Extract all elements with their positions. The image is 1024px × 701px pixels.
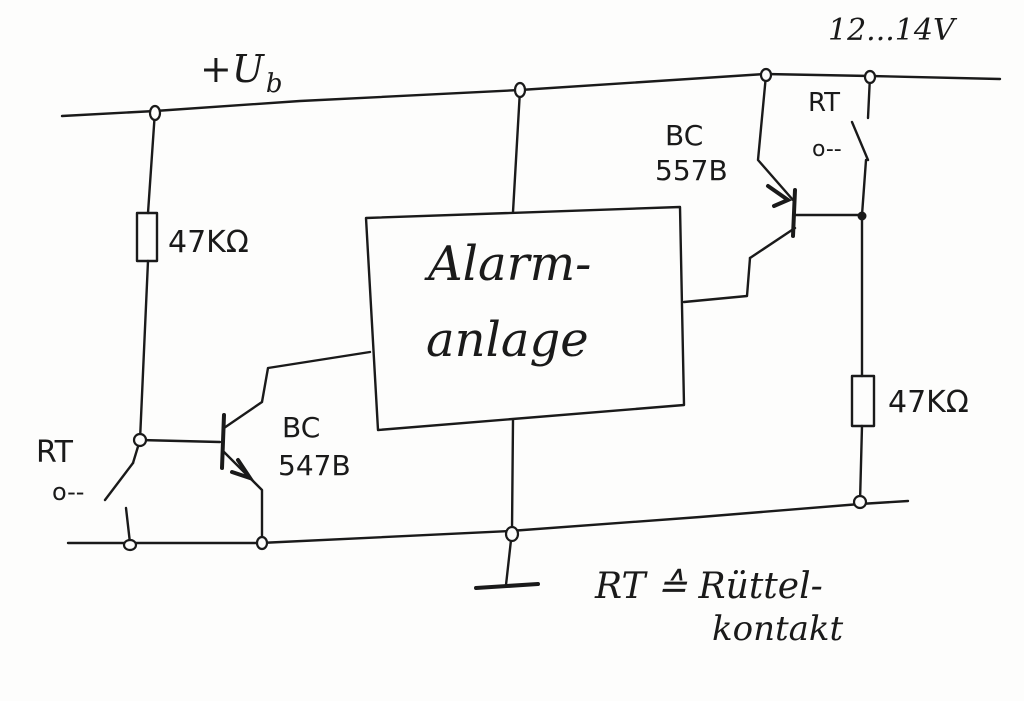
- left-transistor-type: BC: [282, 411, 320, 444]
- junction-top-right-a: [759, 67, 773, 83]
- left-switch-blade: [103, 461, 135, 502]
- left-emitter-lead: [222, 450, 264, 545]
- left-resistor-wire-top: [146, 109, 157, 215]
- right-resistor: [850, 374, 876, 428]
- junction-bottom-left: [122, 538, 138, 552]
- left-collector-lead: [222, 350, 372, 430]
- junction-base-left: [132, 432, 148, 448]
- block-supply-wire: [511, 88, 522, 214]
- alarm-block-label-line1: Alarm-: [424, 236, 591, 292]
- legend-line1: RT ≙ Rüttel-: [594, 566, 823, 607]
- junction-bottom-center: [504, 525, 520, 543]
- ground-rail: [66, 499, 910, 545]
- right-collector-lead: [748, 226, 797, 260]
- block-ground-wire: [510, 418, 515, 533]
- junction-top-right-b: [863, 69, 877, 85]
- right-emitter-arrow: [766, 184, 793, 208]
- left-base-wire: [138, 438, 222, 444]
- supply-voltage-label: 12...14V: [828, 13, 958, 48]
- left-resistor: [135, 211, 159, 263]
- right-transistor-type: BC: [665, 119, 703, 152]
- right-switch-blade: [850, 120, 870, 162]
- alarm-block-label-line2: anlage: [426, 312, 589, 368]
- left-resistor-value: 47KΩ: [168, 225, 249, 260]
- right-switch-label: RT: [808, 88, 840, 118]
- left-transistor-model: 547B: [278, 449, 351, 482]
- left-switch-wire-bottom: [124, 506, 132, 545]
- legend-line2: kontakt: [712, 609, 844, 649]
- left-switch-label: RT: [36, 435, 74, 470]
- left-emitter-arrow: [230, 458, 255, 482]
- right-emitter-lead: [756, 73, 795, 202]
- junction-top-center: [513, 81, 527, 99]
- alarm-block: [364, 205, 686, 432]
- block-output-wire: [682, 256, 752, 304]
- left-resistor-wire-bottom: [138, 259, 150, 442]
- left-transistor-base-bar: [220, 413, 226, 470]
- ground-symbol: [474, 582, 540, 590]
- right-transistor-base-bar: [791, 188, 797, 238]
- junction-right-base: [857, 211, 867, 221]
- left-switch-symbol: o--: [52, 478, 84, 506]
- junction-top-left: [148, 104, 162, 122]
- supply-rail-label: +Ub: [200, 47, 283, 99]
- right-transistor-model: 557B: [655, 154, 728, 187]
- junction-bottom-emitter: [255, 535, 269, 551]
- right-switch-bottom: [860, 158, 868, 217]
- right-switch-symbol: o--: [812, 137, 842, 162]
- right-resistor-value: 47KΩ: [888, 385, 969, 420]
- right-resistor-wire-bottom: [858, 424, 864, 504]
- junction-bottom-right: [852, 494, 868, 510]
